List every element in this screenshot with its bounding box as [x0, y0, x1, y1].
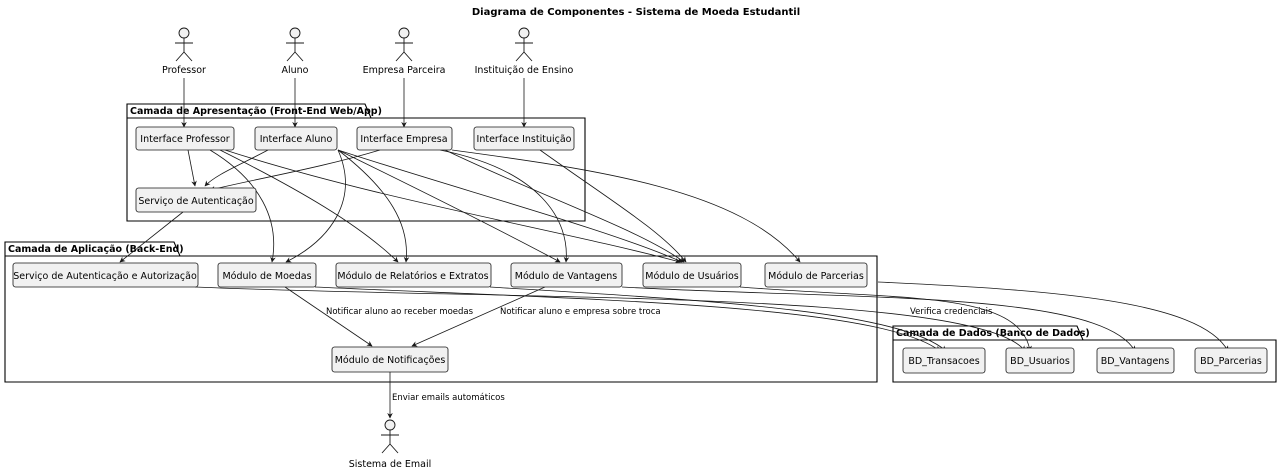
component-modulo-usuarios[interactable]: Módulo de Usuários [642, 262, 742, 288]
component-modulo-moedas[interactable]: Módulo de Moedas [217, 262, 317, 288]
component-servico-auth-autorizacao[interactable]: Serviço de Autenticação e Autorização [12, 262, 199, 288]
component-bd-parcerias-label: BD_Parcerias [1200, 356, 1262, 367]
edge-iinst-usuarios [539, 149, 687, 263]
edge-ialuno-auth [204, 149, 269, 187]
edge-iprof-moedas [209, 149, 276, 263]
component-modulo-relatorios[interactable]: Módulo de Relatórios e Extratos [335, 262, 492, 288]
edge-ialuno-vantagens [337, 149, 561, 263]
package-data: Camada de Dados (Banco de Dados) [892, 325, 1277, 383]
component-interface-empresa-label: Interface Empresa [360, 134, 447, 145]
component-modulo-parcerias-label: Módulo de Parcerias [768, 271, 864, 282]
edge-iprof-relatorios [219, 149, 399, 263]
edge-label-notify-coins: Notificar aluno ao receber moedas [326, 307, 474, 317]
component-modulo-notificacoes[interactable]: Módulo de Notificações [331, 346, 449, 373]
component-servico-auth-autorizacao-label: Serviço de Autenticação e Autorização [13, 271, 197, 282]
component-interface-instituicao-label: Interface Instituição [477, 134, 572, 145]
edge-auth-backend [119, 211, 184, 263]
actor-email: Sistema de Email [349, 419, 432, 470]
actor-professor: Professor [162, 27, 206, 76]
component-interface-empresa[interactable]: Interface Empresa [356, 126, 453, 151]
component-bd-transacoes[interactable]: BD_Transacoes [902, 347, 986, 374]
edge-vantagens-bdvantagens [621, 286, 1136, 352]
edge-ialuno-relatorios [337, 149, 410, 263]
edge-ialuno-moedas [285, 149, 346, 263]
component-modulo-vantagens-label: Módulo de Vantagens [515, 271, 617, 282]
component-bd-vantagens-label: BD_Vantagens [1101, 356, 1170, 367]
diagram-title: Diagrama de Componentes - Sistema de Moe… [472, 7, 800, 18]
actor-empresa: Empresa Parceira [363, 27, 446, 76]
component-interface-aluno-label: Interface Aluno [260, 134, 333, 145]
edge-iprof-auth [187, 149, 197, 187]
edge-label-verify-credentials: Verifica credenciais [910, 307, 993, 317]
component-interface-aluno[interactable]: Interface Aluno [254, 126, 338, 151]
actor-aluno: Aluno [282, 27, 309, 76]
edge-label-send-emails: Enviar emails automáticos [392, 393, 505, 403]
component-modulo-usuarios-label: Módulo de Usuários [645, 271, 739, 282]
edge-iempresa-parcerias [451, 149, 801, 263]
edge-ialuno-usuarios [337, 149, 683, 263]
actor-instituicao-label: Instituição de Ensino [475, 65, 574, 76]
component-modulo-vantagens[interactable]: Módulo de Vantagens [510, 262, 623, 288]
actor-instituicao: Instituição de Ensino [475, 27, 574, 76]
edge-iprof-usuarios [224, 149, 681, 264]
edge-parcerias-bdparcerias [877, 281, 1229, 352]
component-modulo-parcerias[interactable]: Módulo de Parcerias [764, 262, 868, 288]
component-servico-autenticacao-label: Serviço de Autenticação [138, 196, 254, 207]
actor-email-label: Sistema de Email [349, 459, 432, 470]
component-bd-usuarios[interactable]: BD_Usuarios [1005, 347, 1075, 374]
component-modulo-notificacoes-label: Módulo de Notificações [335, 355, 446, 366]
component-bd-usuarios-label: BD_Usuarios [1010, 356, 1070, 367]
package-presentation-label: Camada de Apresentação (Front-End Web/Ap… [130, 106, 382, 117]
package-data-label: Camada de Dados (Banco de Dados) [896, 328, 1090, 339]
edge-iempresa-usuarios [444, 149, 685, 263]
edge-authz-bdusuarios [194, 286, 1026, 352]
actor-aluno-label: Aluno [282, 65, 309, 76]
component-interface-instituicao[interactable]: Interface Instituição [473, 126, 575, 151]
component-bd-transacoes-label: BD_Transacoes [908, 356, 979, 367]
component-interface-professor[interactable]: Interface Professor [135, 126, 235, 151]
actor-professor-label: Professor [162, 65, 206, 76]
component-servico-autenticacao[interactable]: Serviço de Autenticação [135, 187, 257, 213]
component-bd-parcerias[interactable]: BD_Parcerias [1194, 347, 1268, 374]
edge-moedas-notificacoes [284, 286, 373, 347]
edge-usuarios-bdusuarios [739, 286, 1032, 352]
edges [119, 78, 1229, 419]
edge-iempresa-auth [209, 149, 381, 192]
edge-iempresa-vantagens [439, 149, 570, 263]
edge-label-notify-trade: Notificar aluno e empresa sobre troca [500, 307, 661, 317]
edge-moedas-bdtransacoes [314, 286, 941, 352]
component-modulo-relatorios-label: Módulo de Relatórios e Extratos [337, 271, 488, 282]
edge-relatorios-bdtransacoes [489, 286, 947, 352]
package-application-label: Camada de Aplicação (Back-End) [8, 244, 184, 255]
component-bd-vantagens[interactable]: BD_Vantagens [1096, 347, 1175, 374]
edge-vantagens-notificacoes [411, 286, 546, 347]
component-modulo-moedas-label: Módulo de Moedas [222, 271, 311, 282]
component-interface-professor-label: Interface Professor [140, 134, 230, 145]
actor-empresa-label: Empresa Parceira [363, 65, 446, 76]
